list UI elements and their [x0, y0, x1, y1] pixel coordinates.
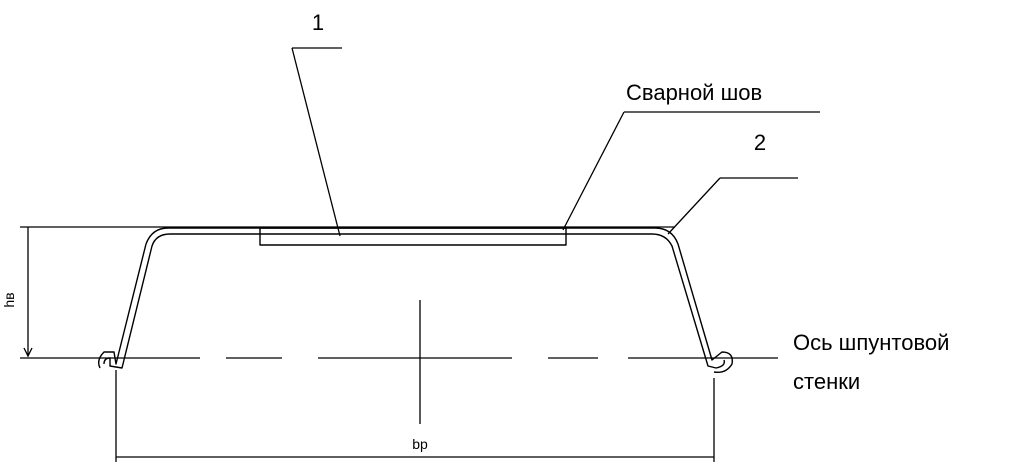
callout-1-label: 1 — [312, 10, 324, 35]
profile-inner-outline — [103, 233, 726, 369]
callout-1-leader — [291, 47, 341, 237]
cover-plate — [259, 227, 567, 246]
height-dimension-label: hв — [1, 292, 17, 307]
weld-seam-label: Сварной шов — [626, 80, 762, 105]
weld-seam-leader — [562, 111, 625, 231]
axis-label-line2: стенки — [793, 369, 860, 394]
profile-outer-outline — [97, 227, 733, 374]
callout-2-label: 2 — [754, 130, 766, 155]
width-dimension-label: bp — [412, 436, 428, 452]
callout-2-leader — [667, 177, 721, 235]
axis-label-line1: Ось шпунтовой — [793, 330, 949, 355]
height-dimension-arrow — [23, 347, 33, 358]
